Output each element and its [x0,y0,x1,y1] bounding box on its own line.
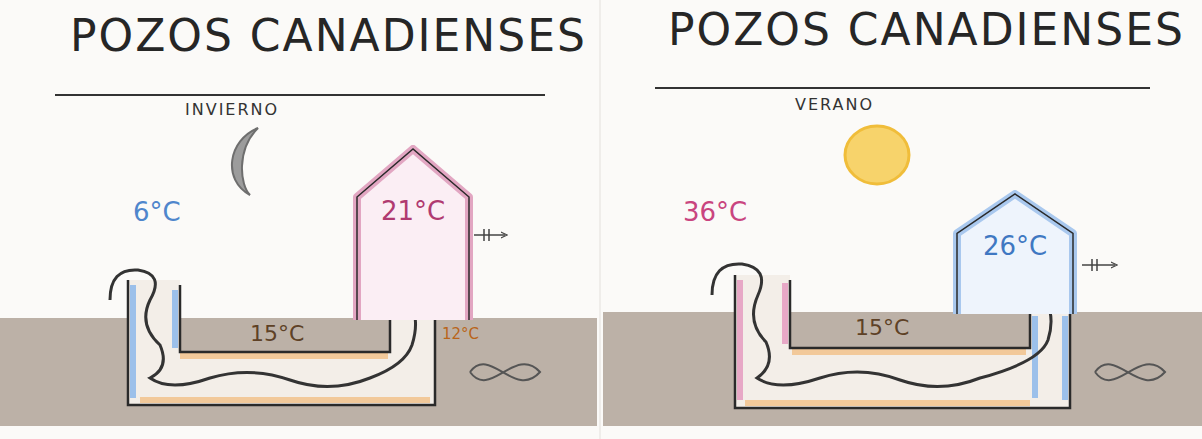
warm-zone [745,400,1030,406]
season-label: INVIERNO [185,101,279,119]
vent-marks [484,229,489,241]
vent-marks [1092,259,1097,271]
hot-zone [782,283,788,344]
winter-panel [0,95,597,426]
title-underline [55,94,545,96]
season-label: VERANO [795,96,874,114]
exhaust-arrow [1082,264,1115,266]
moon [232,128,258,195]
warm-zone [140,397,430,403]
warm-zone [180,353,388,359]
inertia-symbol [470,364,540,380]
panel-title: POZOS CANADIENSES [70,12,587,60]
cold-zone [1062,316,1068,400]
ground-temperature: 15°C [855,316,909,340]
cold-zone [172,290,178,348]
indoor-temperature: 26°C [983,232,1047,261]
air-temperature: 12°C [442,326,479,343]
air-temperature: 36°C [683,198,747,227]
panel-divider [600,0,601,439]
warm-zone [792,349,1026,355]
hot-zone [737,280,743,400]
inertia-symbol [1095,364,1165,380]
summer-panel [603,88,1202,426]
house: 26°C [952,190,1078,314]
ground-temperature: 15°C [250,322,304,346]
sun [845,126,909,184]
title-underline [655,87,1150,89]
air-temperature: 6°C [133,198,181,227]
house-outline [352,145,474,320]
house: 21°C [352,145,474,320]
indoor-temperature: 21°C [381,197,445,226]
panel-title: POZOS CANADIENSES [668,6,1185,54]
cold-zone [130,285,136,398]
